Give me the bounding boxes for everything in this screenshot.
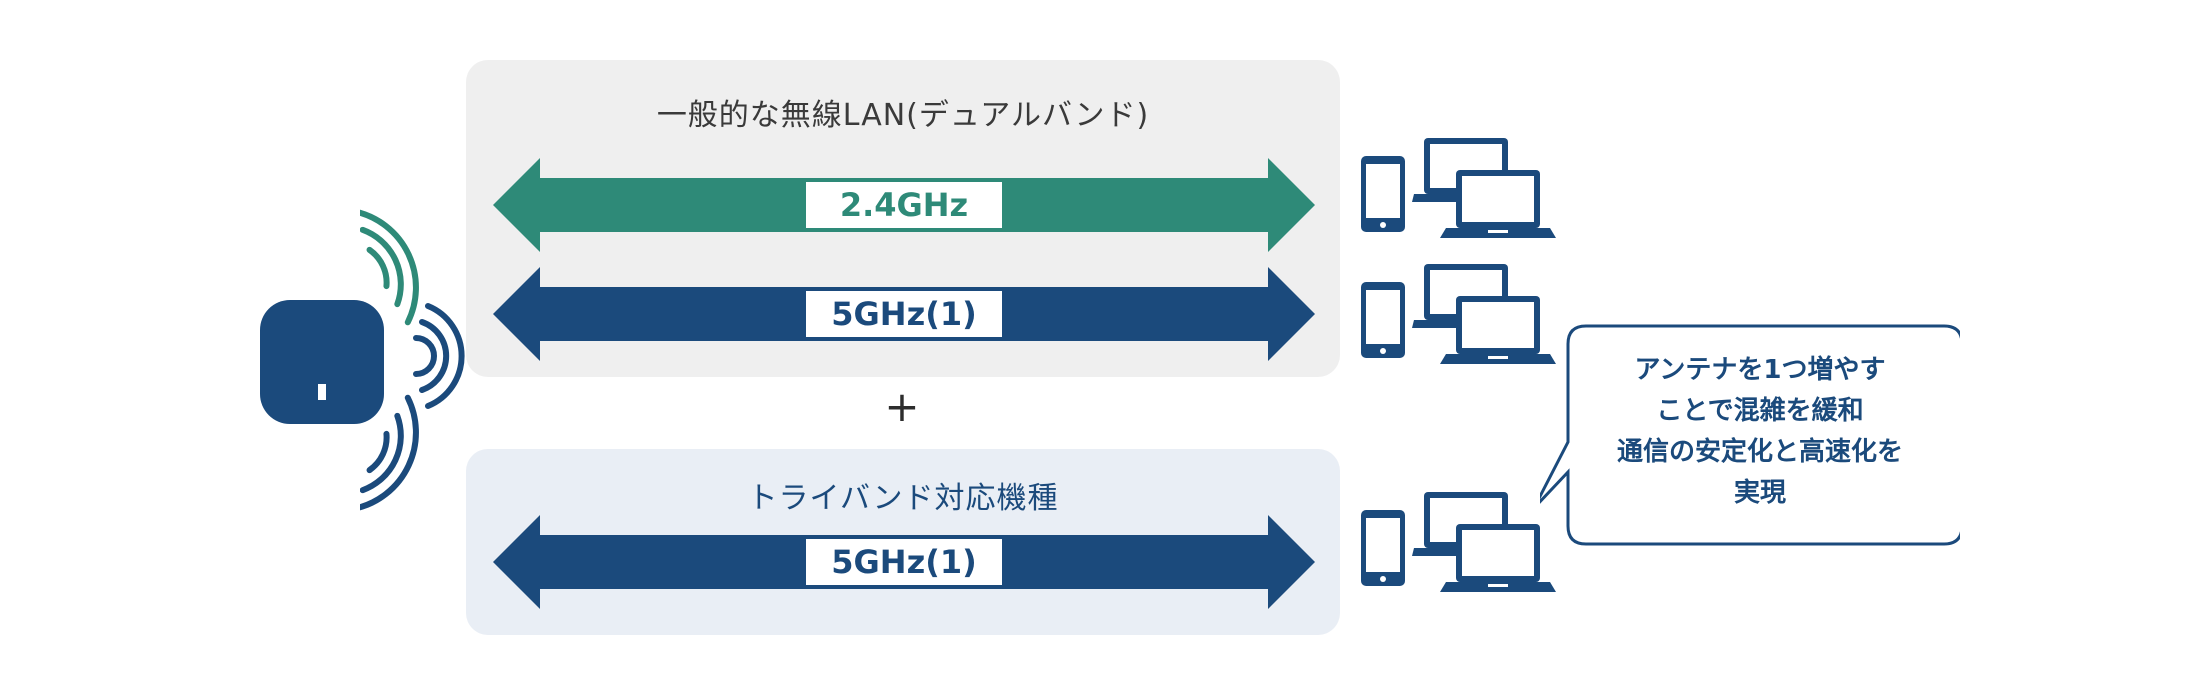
- wifi-waves-icon: [360, 208, 465, 512]
- devices-icon: [1361, 264, 1556, 364]
- smartphone-icon: [1361, 282, 1405, 358]
- bubble-line-1: アンテナを1つ増やす: [1634, 355, 1886, 385]
- bubble-line-2: ことで混雑を緩和: [1656, 396, 1864, 426]
- band-label-2-4ghz: 2.4GHz: [802, 178, 1006, 232]
- plus-sign: +: [884, 382, 920, 431]
- laptop-icon: [1440, 170, 1556, 238]
- device-group-1: [1360, 138, 1560, 248]
- router-icon: [260, 300, 384, 424]
- dual-band-title: 一般的な無線LAN(デュアルバンド): [656, 98, 1150, 133]
- devices-icon: [1361, 492, 1556, 592]
- bubble-line-3: 通信の安定化と高速化を: [1616, 437, 1903, 467]
- device-group-2: [1360, 264, 1560, 374]
- band-label-5ghz-2: 5GHz(1): [802, 535, 1006, 589]
- band-arrow-5ghz-2: 5GHz(1): [493, 515, 1315, 609]
- band-arrow-2-4ghz: 2.4GHz: [493, 158, 1315, 252]
- smartphone-icon: [1361, 156, 1405, 232]
- laptop-icon: [1440, 524, 1556, 592]
- laptop-icon: [1440, 296, 1556, 364]
- bubble-line-4: 実現: [1733, 478, 1786, 508]
- bubble-text: アンテナを1つ増やす ことで混雑を緩和 通信の安定化と高速化を 実現: [1580, 350, 1940, 514]
- device-group-3: [1360, 492, 1560, 602]
- tri-band-title: トライバンド対応機種: [747, 481, 1059, 516]
- devices-icon: [1361, 138, 1556, 238]
- band-arrow-5ghz-1: 5GHz(1): [493, 267, 1315, 361]
- band-label-5ghz-1: 5GHz(1): [802, 287, 1006, 341]
- smartphone-icon: [1361, 510, 1405, 586]
- speech-bubble: [1540, 324, 1960, 546]
